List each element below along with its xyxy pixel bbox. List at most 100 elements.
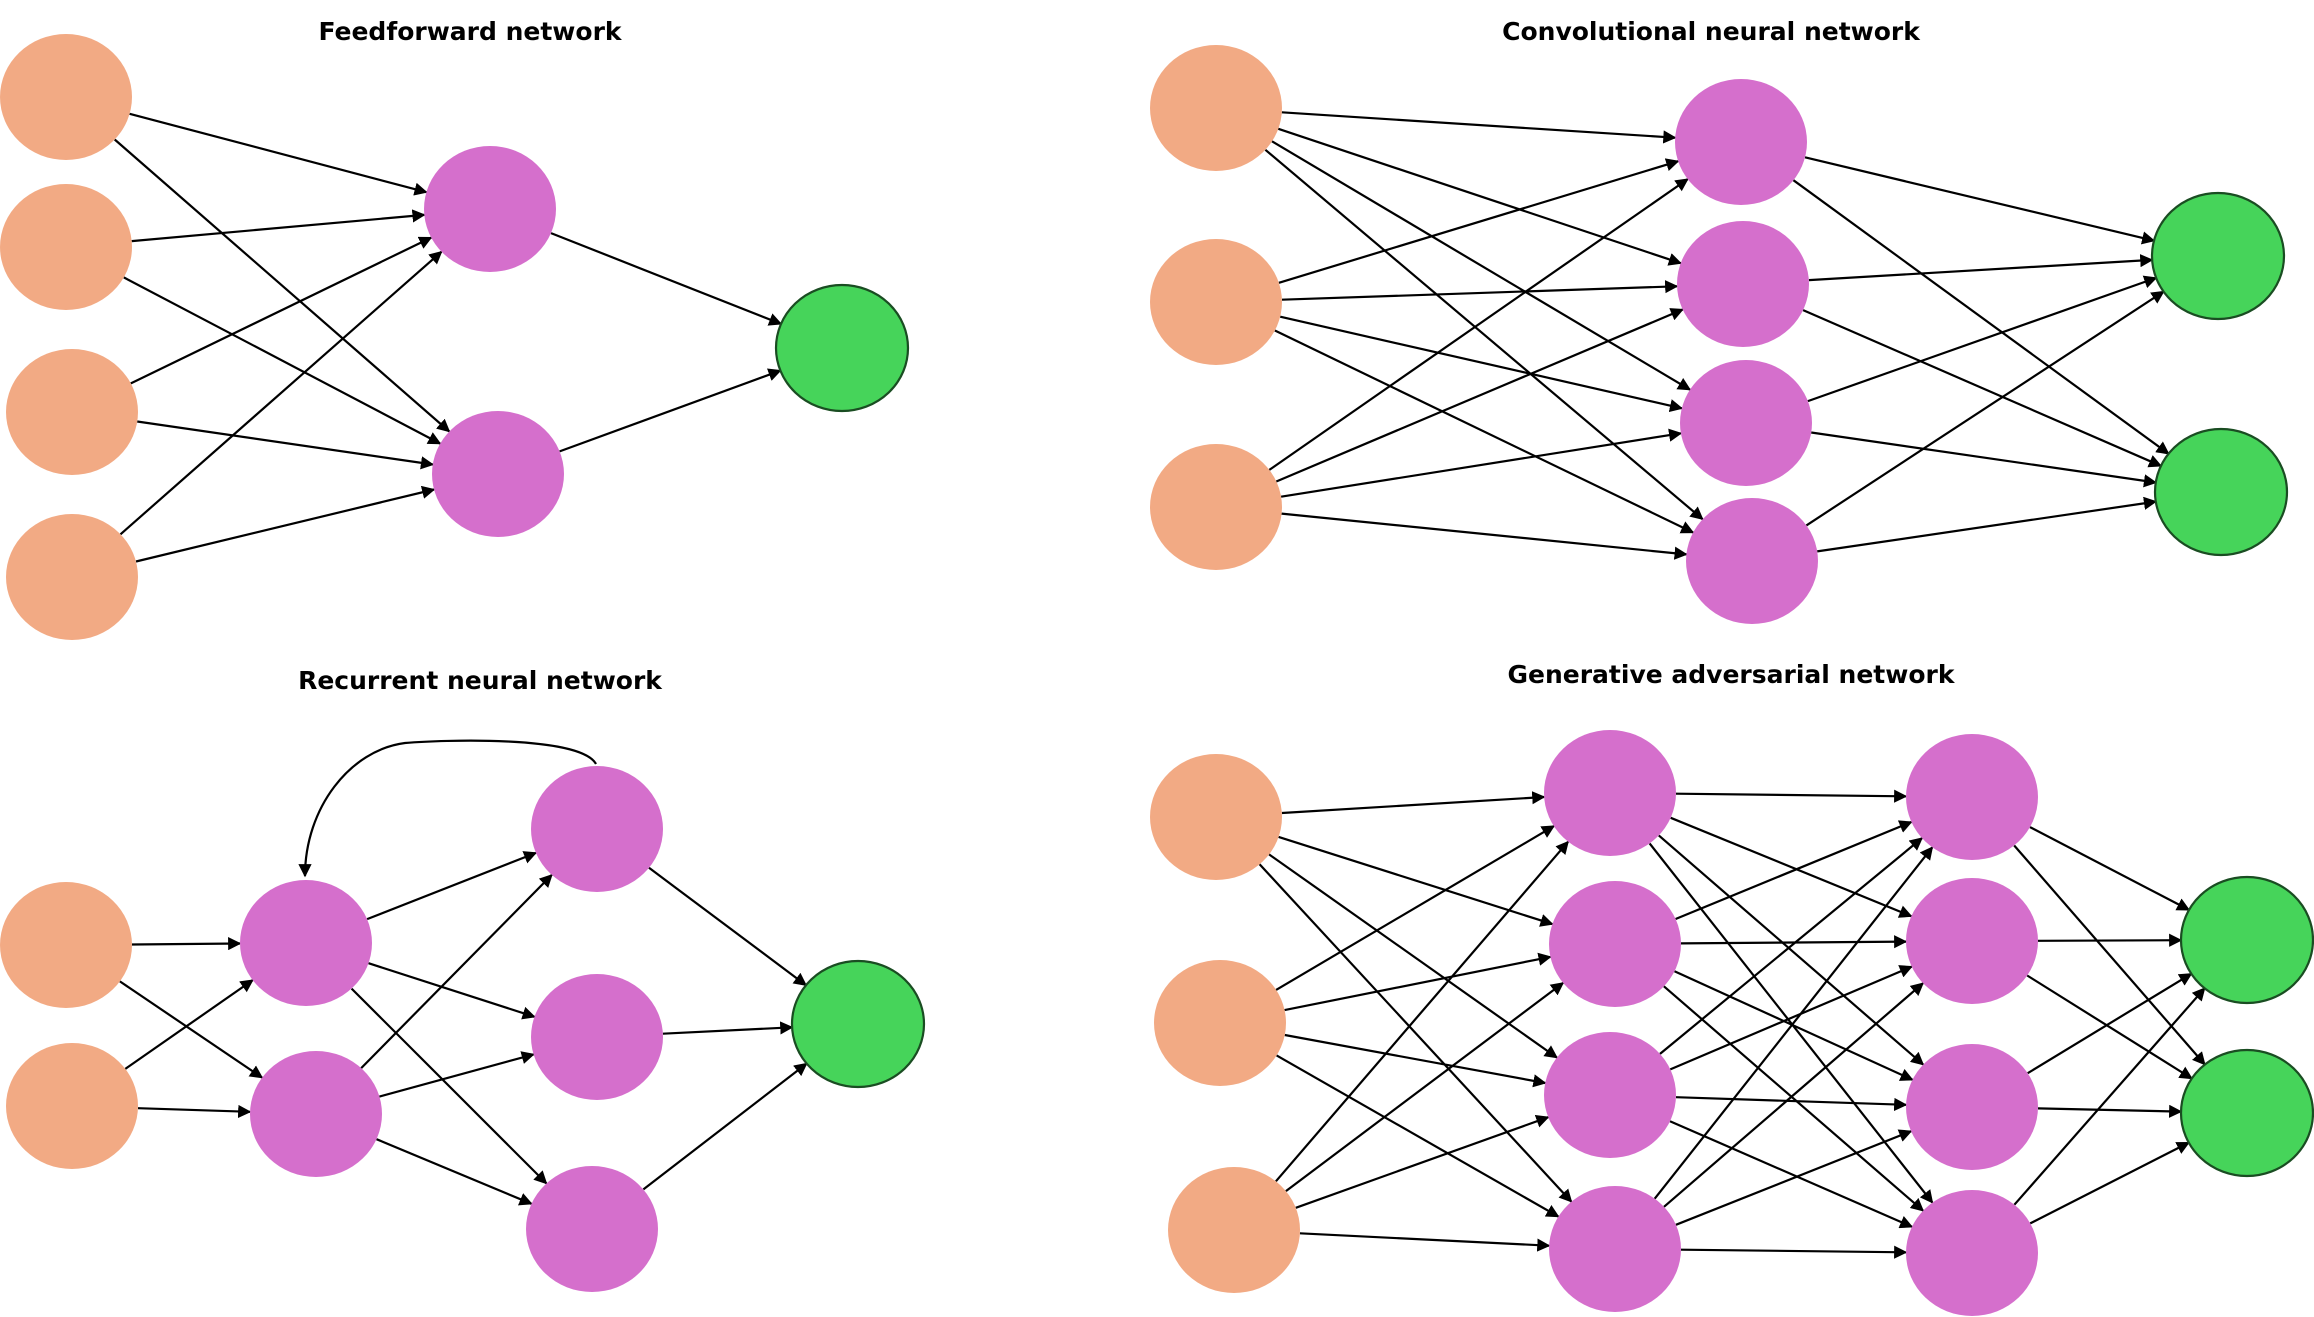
connection-arrow [2029, 1141, 2190, 1225]
connection-arrow [1648, 842, 1934, 1204]
connection-arrow [1680, 1245, 1908, 1259]
connection-arrow [1811, 431, 2158, 488]
connection-arrow [550, 232, 783, 326]
connection-arrow [2013, 844, 2206, 1066]
connection-arrow [119, 980, 264, 1079]
hidden-node [432, 411, 564, 537]
connection-arrow [1281, 111, 1677, 144]
input-node [6, 1043, 138, 1169]
connection-arrow [1281, 512, 1688, 560]
connection-arrow [2013, 987, 2206, 1206]
hidden-node [526, 1166, 658, 1292]
connection-arrow [135, 485, 436, 563]
input-node [1150, 444, 1282, 570]
connection-arrow [559, 368, 782, 453]
input-node [0, 184, 132, 310]
hidden-node [250, 1051, 382, 1177]
connection-arrow [131, 209, 426, 243]
hidden-node [1680, 360, 1812, 486]
connection-arrow [1278, 835, 1554, 927]
connection-arrow [1675, 789, 1908, 803]
edges-convolutional [1264, 111, 2170, 560]
hidden-node [1906, 1044, 2038, 1170]
connection-arrow [1659, 837, 1924, 1055]
connection-arrow [1264, 148, 1704, 521]
input-node [1154, 960, 1286, 1086]
connection-arrow [1804, 156, 2156, 245]
connection-arrow [1277, 127, 1682, 266]
connection-arrow [2029, 826, 2191, 911]
input-node [0, 882, 132, 1008]
connection-arrow [137, 420, 435, 470]
connection-arrow [1669, 965, 1913, 1071]
output-node [790, 959, 926, 1089]
connection-arrow [1279, 315, 1684, 413]
nodes-feedforward [0, 34, 910, 640]
connection-arrow [1281, 280, 1679, 301]
connection-arrow [350, 987, 548, 1185]
hidden-node [1906, 734, 2038, 860]
input-node [1168, 1167, 1300, 1293]
connection-arrow [1805, 290, 2165, 527]
connection-arrow [366, 851, 538, 921]
panel-title: Convolutional neural network [1502, 17, 1921, 46]
edges-recurrent [119, 739, 808, 1206]
hidden-node [1677, 221, 1809, 347]
connection-arrow [1808, 254, 2154, 282]
panel-title: Feedforward network [318, 17, 622, 46]
connection-arrow [2037, 933, 2183, 947]
connection-arrow [1680, 935, 1908, 949]
connection-arrow [1663, 982, 1924, 1208]
connection-arrow [1280, 428, 1683, 498]
output-node [774, 283, 910, 413]
connection-arrow [2037, 1104, 2183, 1118]
edges-feedforward [113, 112, 783, 563]
recurrent-loop-arrow [298, 739, 597, 878]
connection-arrow [1675, 1096, 1908, 1112]
connection-arrow [119, 250, 443, 536]
connection-arrow [1802, 309, 2163, 468]
output-node [2153, 427, 2289, 557]
connection-arrow [1275, 840, 1569, 1183]
connection-arrow [376, 1138, 533, 1206]
connection-arrow [124, 979, 254, 1070]
connection-arrow [1268, 178, 1689, 471]
output-node [2179, 1048, 2314, 1178]
hidden-node [240, 880, 372, 1006]
nodes-generative-adversarial [1150, 730, 2314, 1316]
connection-arrow [129, 112, 428, 196]
input-node [1150, 754, 1282, 880]
connection-arrow [1268, 853, 1558, 1059]
connection-arrow [1274, 329, 1695, 534]
connection-arrow [379, 1051, 535, 1098]
panel-title: Recurrent neural network [298, 666, 663, 695]
connection-arrow [1299, 1232, 1551, 1252]
connection-arrow [1653, 846, 1934, 1200]
connection-arrow [1284, 952, 1552, 1012]
connection-arrow [1258, 863, 1573, 1203]
connection-arrow [1295, 1115, 1550, 1209]
panel-generative-adversarial: Generative adversarial network [1150, 660, 2314, 1316]
hidden-node [1686, 498, 1818, 624]
connection-arrow [1817, 496, 2158, 553]
hidden-node [1544, 730, 1676, 856]
connection-arrow [1675, 1129, 1913, 1226]
panel-recurrent: Recurrent neural network [0, 666, 926, 1292]
panel-title: Generative adversarial network [1508, 660, 1956, 689]
connection-arrow [131, 937, 242, 951]
hidden-node [1906, 878, 2038, 1004]
hidden-node [531, 974, 663, 1100]
hidden-node [1544, 1032, 1676, 1158]
connection-arrow [1271, 140, 1692, 391]
hidden-node [1675, 79, 1807, 205]
connection-arrow [1669, 1120, 1914, 1229]
connection-arrow [662, 1021, 794, 1035]
hidden-node [1549, 1186, 1681, 1312]
connection-arrow [648, 866, 808, 987]
connection-arrow [2026, 974, 2193, 1080]
nodes-convolutional [1150, 45, 2289, 624]
connection-arrow [1792, 179, 2170, 455]
hidden-node [1549, 881, 1681, 1007]
connection-arrow [1278, 158, 1680, 284]
